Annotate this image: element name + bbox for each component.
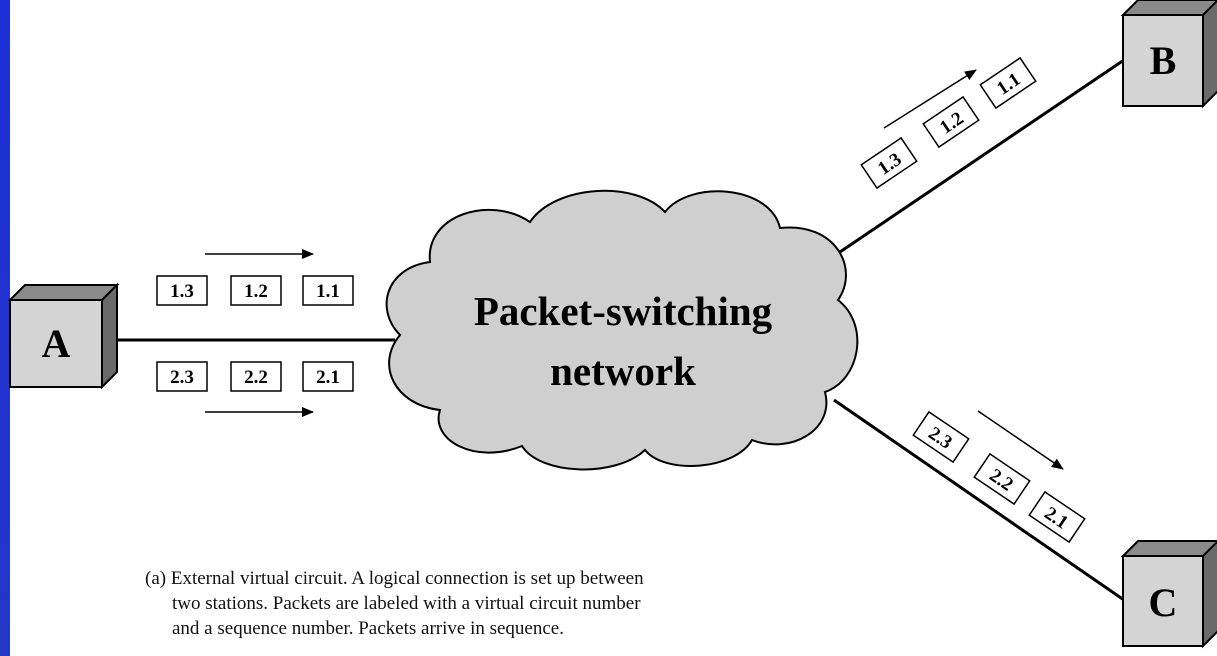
packet: 2.1: [1028, 490, 1086, 544]
figure-caption: (a) External virtual circuit. A logical …: [145, 566, 905, 641]
node-b-label: B: [1150, 38, 1177, 83]
packet: 1.3: [156, 275, 208, 306]
svg-text:1.1: 1.1: [316, 281, 340, 302]
arrow-to-b: [883, 69, 977, 129]
svg-text:1.2: 1.2: [244, 281, 268, 302]
svg-text:1.3: 1.3: [170, 281, 194, 302]
svg-text:2.1: 2.1: [316, 367, 340, 388]
packet-switching-cloud: Packet-switching network: [385, 189, 859, 471]
packet-row-to-c: 2.3 2.2 2.1: [912, 410, 1086, 544]
packet: 1.2: [922, 95, 980, 149]
svg-text:2.2: 2.2: [244, 367, 268, 388]
packet: 1.3: [860, 136, 918, 190]
node-c: C: [1120, 540, 1217, 649]
packet-row-to-b: 1.3 1.2 1.1: [860, 56, 1037, 190]
packet: 2.2: [973, 452, 1031, 506]
packet-row-a-bottom: 2.3 2.2 2.1: [156, 361, 354, 392]
node-a: A: [7, 282, 120, 390]
packet: 2.1: [302, 361, 354, 392]
link-network-b: [833, 58, 1125, 258]
packet: 1.2: [230, 275, 282, 306]
packet: 2.3: [156, 361, 208, 392]
packet: 2.3: [912, 410, 970, 464]
packet: 1.1: [979, 56, 1037, 110]
left-accent-bar: [0, 0, 10, 656]
node-b: B: [1120, 0, 1217, 109]
caption-line-2: two stations. Packets are labeled with a…: [172, 593, 641, 614]
svg-text:2.3: 2.3: [170, 367, 194, 388]
packet: 2.2: [230, 361, 282, 392]
cloud-label-line1: Packet-switching: [474, 288, 773, 334]
node-a-label: A: [42, 321, 71, 366]
caption-line-3: and a sequence number. Packets arrive in…: [172, 618, 564, 639]
node-c-label: C: [1149, 580, 1178, 625]
link-network-c: [833, 398, 1125, 602]
packet-row-a-top: 1.3 1.2 1.1: [156, 275, 354, 306]
packet: 1.1: [302, 275, 354, 306]
cloud-label-line2: network: [550, 348, 696, 394]
arrow-to-c: [977, 410, 1064, 470]
caption-line-1: (a) External virtual circuit. A logical …: [145, 568, 644, 589]
